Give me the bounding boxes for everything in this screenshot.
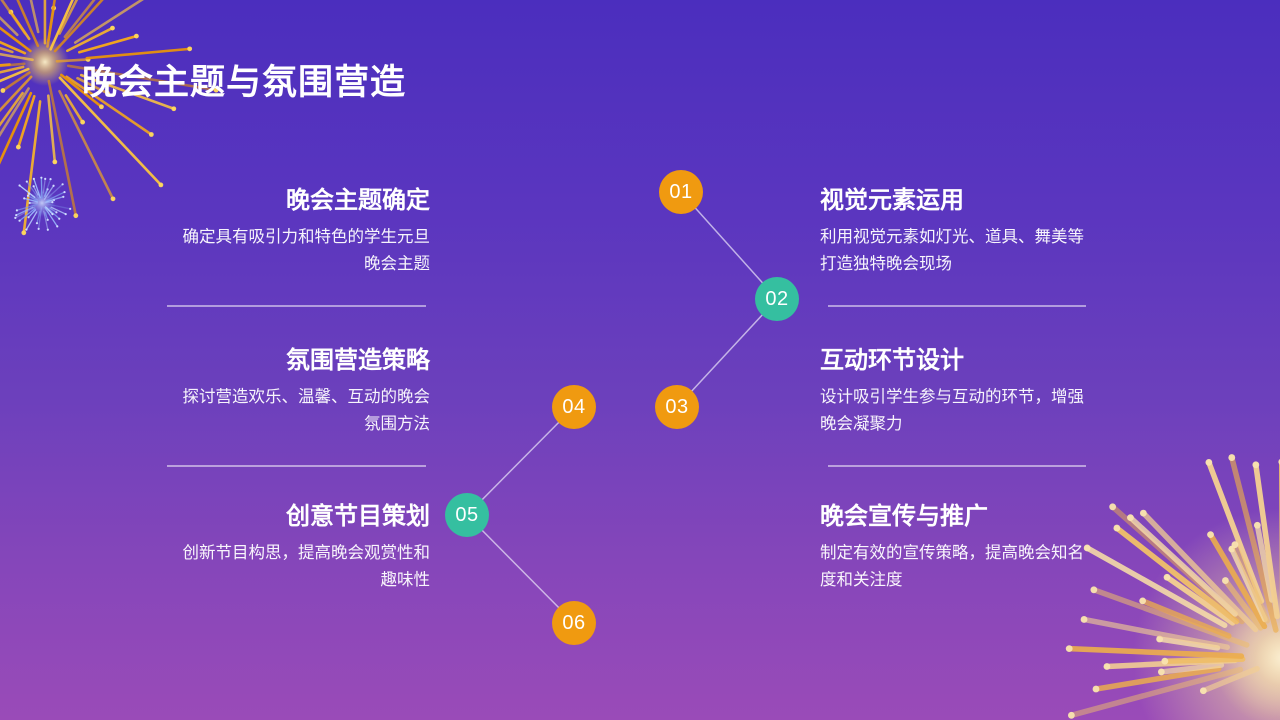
slide-title: 晚会主题与氛围营造 — [82, 63, 407, 102]
block-heading: 创意节目策划 — [286, 503, 430, 530]
topic-block-promotion: 晚会宣传与推广 制定有效的宣传策略，提高晚会知名度和关注度 — [820, 496, 1087, 595]
timeline-node-03: 03 — [655, 385, 699, 429]
block-body: 制定有效的宣传策略，提高晚会知名度和关注度 — [820, 544, 1084, 590]
topic-block-program: 创意节目策划 创新节目构思，提高晚会观赏性和趣味性 — [168, 496, 431, 595]
divider — [828, 305, 1086, 307]
block-body: 利用视觉元素如灯光、道具、舞美等打造独特晚会现场 — [820, 228, 1084, 274]
divider — [167, 465, 426, 467]
firework-gold-topleft-icon — [0, 0, 219, 236]
timeline-node-06: 06 — [552, 601, 596, 645]
block-heading: 互动环节设计 — [820, 347, 964, 374]
topic-block-interaction: 互动环节设计 设计吸引学生参与互动的环节，增强晚会凝聚力 — [820, 340, 1087, 439]
firework-gold-bottomright-icon — [1065, 454, 1280, 720]
block-body: 探讨营造欢乐、温馨、互动的晚会氛围方法 — [182, 388, 431, 434]
timeline-connector-lines — [466, 191, 778, 624]
block-body: 确定具有吸引力和特色的学生元旦晚会主题 — [182, 228, 431, 274]
divider — [167, 305, 426, 307]
block-heading: 氛围营造策略 — [286, 347, 430, 374]
block-heading: 晚会宣传与推广 — [820, 503, 988, 530]
block-body: 设计吸引学生参与互动的环节，增强晚会凝聚力 — [820, 388, 1084, 434]
block-body: 创新节目构思，提高晚会观赏性和趣味性 — [182, 544, 431, 590]
block-heading: 视觉元素运用 — [820, 187, 964, 214]
topic-block-atmosphere: 氛围营造策略 探讨营造欢乐、温馨、互动的晚会氛围方法 — [168, 340, 431, 439]
timeline-node-01: 01 — [659, 170, 703, 214]
topic-block-visual: 视觉元素运用 利用视觉元素如灯光、道具、舞美等打造独特晚会现场 — [820, 180, 1087, 279]
timeline-node-05: 05 — [445, 493, 489, 537]
timeline-node-04: 04 — [552, 385, 596, 429]
block-heading: 晚会主题确定 — [286, 187, 430, 214]
divider — [828, 465, 1086, 467]
firework-blue-small-icon — [14, 176, 72, 231]
topic-block-theme: 晚会主题确定 确定具有吸引力和特色的学生元旦晚会主题 — [168, 180, 431, 279]
timeline-node-02: 02 — [755, 277, 799, 321]
